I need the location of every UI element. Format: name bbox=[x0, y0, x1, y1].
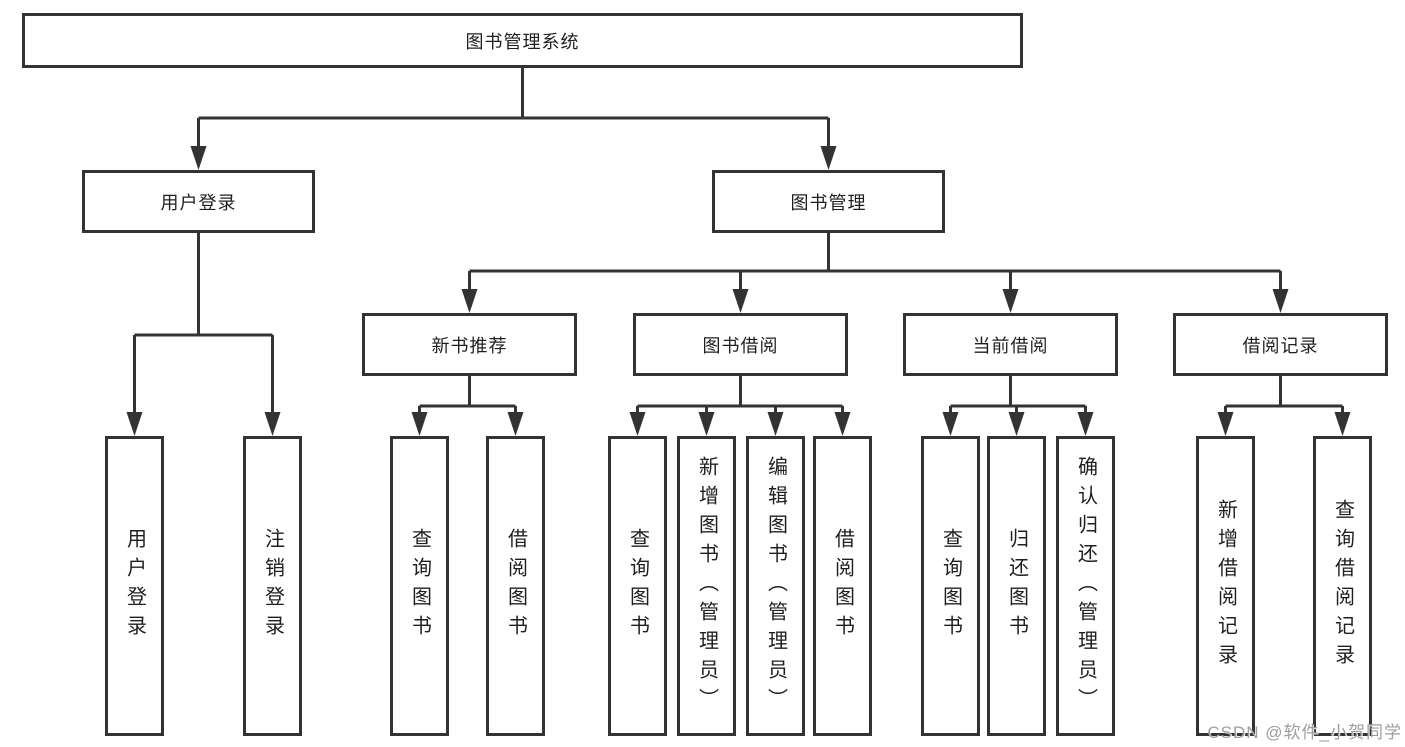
watermark-text: CSDN @软件_小贺同学 bbox=[1207, 723, 1402, 742]
leaf-records-query-label: 查询借阅记录 bbox=[1331, 499, 1354, 673]
node-root-label: 图书管理系统 bbox=[465, 31, 580, 52]
leaf-current-confirm-return: 确认归还（管理员） bbox=[1056, 436, 1115, 736]
leaf-newbook-query-label: 查询图书 bbox=[408, 528, 431, 644]
edge-group-new-book-rec bbox=[411, 376, 524, 436]
leaf-current-query-label: 查询图书 bbox=[939, 528, 962, 644]
leaf-current-confirm-return-label: 确认归还（管理员） bbox=[1074, 455, 1097, 717]
leaf-current-query: 查询图书 bbox=[921, 436, 980, 736]
leaf-records-query: 查询借阅记录 bbox=[1313, 436, 1372, 736]
node-book-mgmt-label: 图书管理 bbox=[790, 192, 867, 213]
node-new-book-rec: 新书推荐 bbox=[362, 313, 577, 376]
leaf-current-return: 归还图书 bbox=[987, 436, 1046, 736]
node-current-borrow-label: 当前借阅 bbox=[972, 335, 1049, 356]
edge-group-borrow-records bbox=[1217, 376, 1351, 436]
leaf-newbook-query: 查询图书 bbox=[390, 436, 449, 736]
edge-group-book-mgmt bbox=[461, 233, 1289, 313]
node-user-login-label: 用户登录 bbox=[160, 192, 237, 213]
leaf-newbook-borrow-label: 借阅图书 bbox=[504, 528, 527, 644]
leaf-user-login: 用户登录 bbox=[105, 436, 164, 736]
node-book-borrow-label: 图书借阅 bbox=[702, 335, 779, 356]
node-new-book-rec-label: 新书推荐 bbox=[431, 335, 508, 356]
leaf-user-login-label: 用户登录 bbox=[123, 528, 146, 644]
node-borrow-records: 借阅记录 bbox=[1173, 313, 1388, 376]
leaf-borrow-add-book-label: 新增图书（管理员） bbox=[695, 455, 718, 717]
leaf-logout-label: 注销登录 bbox=[261, 528, 284, 644]
edge-group-root bbox=[190, 68, 837, 170]
leaf-borrow-add-book: 新增图书（管理员） bbox=[677, 436, 736, 736]
leaf-borrow-edit-book-label: 编辑图书（管理员） bbox=[764, 455, 787, 717]
edge-group-user-login bbox=[126, 233, 281, 436]
node-root: 图书管理系统 bbox=[22, 13, 1023, 68]
leaf-borrow-borrow-book: 借阅图书 bbox=[813, 436, 872, 736]
leaf-records-add: 新增借阅记录 bbox=[1196, 436, 1255, 736]
node-book-borrow: 图书借阅 bbox=[633, 313, 848, 376]
node-current-borrow: 当前借阅 bbox=[903, 313, 1118, 376]
edge-group-book-borrow bbox=[629, 376, 851, 436]
leaf-newbook-borrow: 借阅图书 bbox=[486, 436, 545, 736]
leaf-current-return-label: 归还图书 bbox=[1005, 528, 1028, 644]
node-book-mgmt: 图书管理 bbox=[712, 170, 945, 233]
leaf-borrow-query-label: 查询图书 bbox=[626, 528, 649, 644]
leaf-borrow-edit-book: 编辑图书（管理员） bbox=[746, 436, 805, 736]
leaf-logout: 注销登录 bbox=[243, 436, 302, 736]
leaf-borrow-query: 查询图书 bbox=[608, 436, 667, 736]
leaf-borrow-borrow-book-label: 借阅图书 bbox=[831, 528, 854, 644]
edge-group-current-borrow bbox=[942, 376, 1094, 436]
node-user-login: 用户登录 bbox=[82, 170, 315, 233]
node-borrow-records-label: 借阅记录 bbox=[1242, 335, 1319, 356]
leaf-records-add-label: 新增借阅记录 bbox=[1214, 499, 1237, 673]
